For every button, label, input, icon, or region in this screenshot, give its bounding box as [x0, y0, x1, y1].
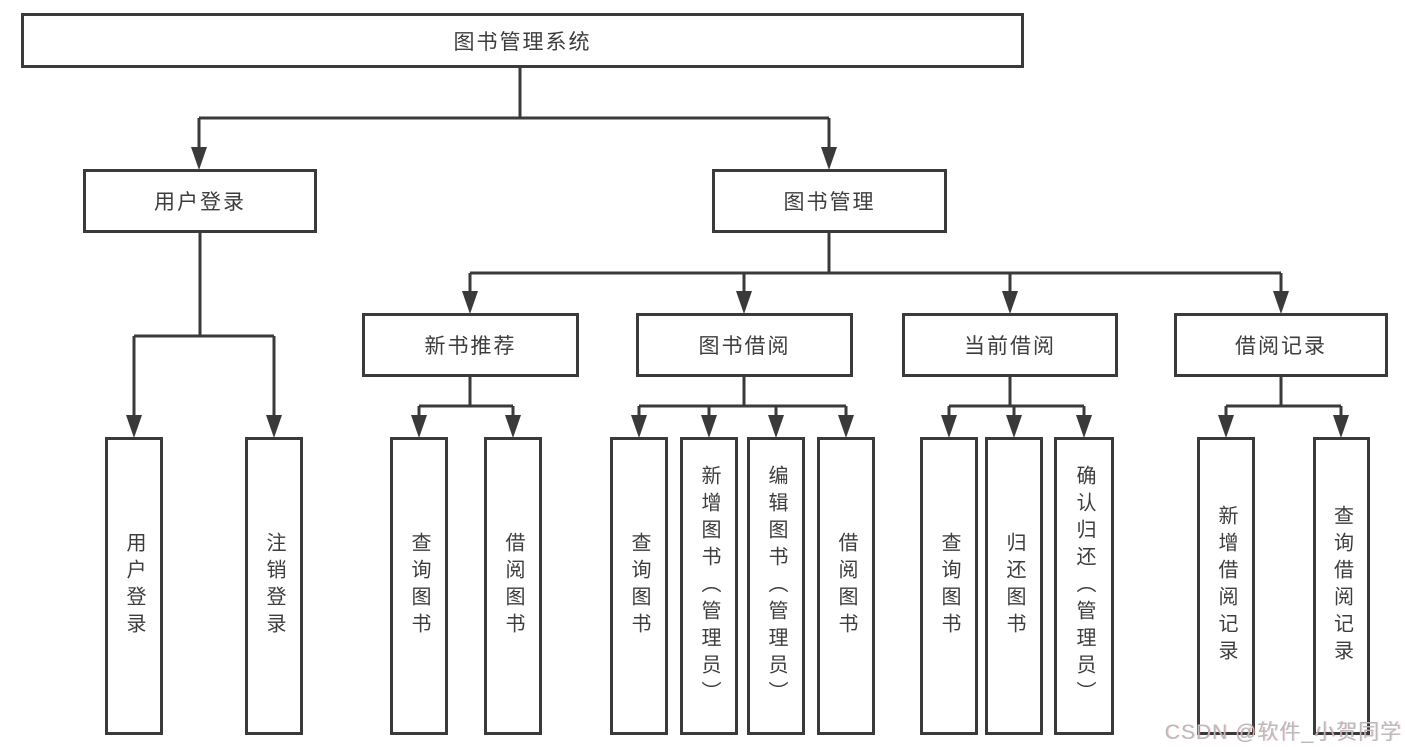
- node-query-borrow-record: 查询借阅记录: [1313, 437, 1370, 735]
- arrowhead-icon: [941, 415, 957, 438]
- arrowhead-icon: [821, 147, 837, 170]
- arrowhead-icon: [1006, 415, 1022, 438]
- node-user-login: 用户登录: [83, 169, 317, 233]
- node-label: 用户登录: [154, 191, 246, 214]
- node-label: 查询图书: [408, 532, 430, 640]
- csdn-watermark: CSDN @软件_小贺同学: [1164, 721, 1402, 744]
- node-label: 借阅图书: [502, 532, 524, 640]
- node-label: 借阅记录: [1235, 335, 1327, 358]
- node-label: 归还图书: [1003, 532, 1025, 640]
- node-label: 确认归还（管理员）: [1073, 464, 1095, 708]
- node-borrow-books-recommend: 借阅图书: [484, 437, 542, 735]
- arrowhead-icon: [1333, 415, 1349, 438]
- node-label: 新书推荐: [424, 335, 517, 358]
- arrowhead-icon: [838, 415, 854, 438]
- node-edit-book-admin: 编辑图书（管理员）: [747, 437, 805, 735]
- arrowhead-icon: [631, 415, 647, 438]
- arrowhead-icon: [191, 147, 207, 170]
- node-confirm-return-admin: 确认归还（管理员）: [1054, 437, 1114, 735]
- arrowhead-icon: [1002, 291, 1018, 314]
- node-borrow-books: 借阅图书: [817, 437, 875, 735]
- node-label: 编辑图书（管理员）: [765, 464, 787, 708]
- arrowhead-icon: [1218, 415, 1234, 438]
- node-logout-action: 注销登录: [245, 437, 303, 735]
- node-label: 图书管理系统: [453, 30, 592, 54]
- node-book-borrow: 图书借阅: [636, 313, 853, 377]
- node-label: 查询借阅记录: [1330, 505, 1353, 667]
- node-borrow-records: 借阅记录: [1174, 313, 1388, 377]
- arrowhead-icon: [266, 415, 282, 438]
- node-label: 查询图书: [938, 532, 960, 640]
- node-library-management-system: 图书管理系统: [21, 13, 1024, 68]
- node-add-book-admin: 新增图书（管理员）: [680, 437, 738, 735]
- node-add-borrow-record: 新增借阅记录: [1197, 437, 1255, 735]
- node-label: 当前借阅: [964, 335, 1056, 358]
- arrowhead-icon: [411, 415, 427, 438]
- node-current-borrow: 当前借阅: [902, 313, 1118, 377]
- node-query-books-borrow: 查询图书: [610, 437, 668, 735]
- node-book-management: 图书管理: [712, 169, 947, 233]
- node-label: 借阅图书: [835, 532, 857, 640]
- arrowhead-icon: [462, 291, 478, 314]
- node-query-books-current: 查询图书: [920, 437, 978, 735]
- node-query-books-recommend: 查询图书: [390, 437, 448, 735]
- node-label: 新增借阅记录: [1215, 505, 1237, 667]
- node-return-book: 归还图书: [985, 437, 1043, 735]
- arrowhead-icon: [1273, 291, 1289, 314]
- node-label: 图书管理: [783, 191, 876, 214]
- arrowhead-icon: [505, 415, 521, 438]
- arrowhead-icon: [736, 291, 752, 314]
- arrowhead-icon: [701, 415, 717, 438]
- arrowhead-icon: [768, 415, 784, 438]
- node-label: 新增图书（管理员）: [698, 464, 720, 708]
- node-label: 查询图书: [628, 532, 650, 640]
- node-label: 用户登录: [123, 532, 145, 640]
- arrowhead-icon: [126, 415, 142, 438]
- node-new-book-recommend: 新书推荐: [362, 313, 579, 377]
- arrowhead-icon: [1076, 415, 1092, 438]
- node-user-login-action: 用户登录: [105, 437, 163, 735]
- node-label: 图书借阅: [698, 335, 791, 358]
- node-label: 注销登录: [263, 532, 285, 640]
